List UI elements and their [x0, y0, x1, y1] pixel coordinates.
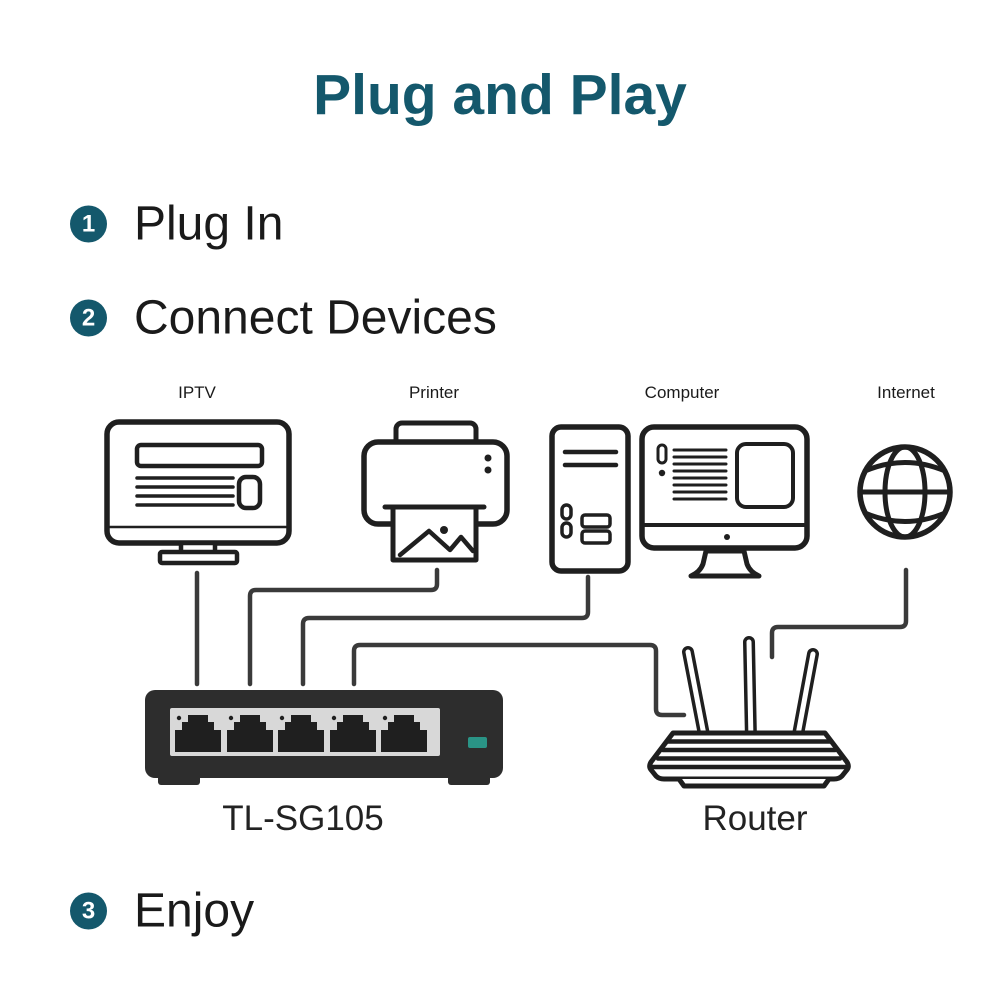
step-2-label: Connect Devices	[134, 291, 497, 345]
step-3: 3 Enjoy	[70, 884, 254, 939]
cable-printer-switch	[247, 567, 440, 687]
step-1: 1 Plug In	[70, 197, 283, 252]
tv-icon	[104, 419, 292, 566]
step-1-badge: 1	[70, 205, 107, 243]
globe-icon	[857, 444, 953, 540]
iptv-label: IPTV	[178, 383, 216, 402]
step-3-badge: 3	[70, 892, 107, 930]
page-title: Plug and Play	[313, 63, 687, 127]
router-icon	[647, 636, 851, 789]
printer-icon	[361, 420, 510, 563]
internet-label: Internet	[877, 383, 935, 402]
computer-icon	[549, 424, 810, 579]
printer-label: Printer	[408, 383, 460, 402]
step-2: 2 Connect Devices	[70, 291, 497, 346]
computer-label: Computer	[644, 383, 720, 402]
cable-computer-switch	[300, 574, 591, 687]
router-antennas	[682, 636, 819, 746]
cables	[194, 567, 909, 718]
cable-switch-router	[351, 642, 687, 718]
cable-internet-router	[769, 567, 909, 660]
step-1-label: Plug In	[134, 197, 284, 251]
step-3-label: Enjoy	[134, 884, 255, 938]
power-led	[468, 737, 487, 748]
router-label: Router	[702, 799, 808, 838]
switch-icon	[145, 690, 503, 785]
switch-model-label: TL-SG105	[222, 799, 384, 838]
step-2-badge: 2	[70, 299, 107, 337]
